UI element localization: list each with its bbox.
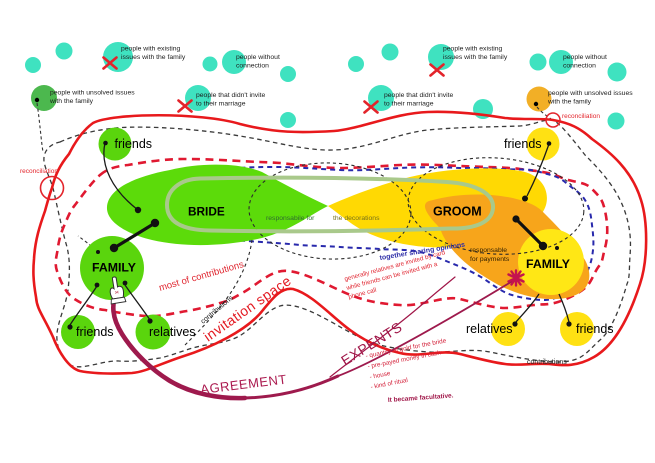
svg-text:FAMILY: FAMILY [526,257,570,271]
svg-text:issues with the family: issues with the family [121,54,186,61]
svg-text:- house: - house [369,370,391,381]
svg-text:with the family: with the family [547,99,592,106]
svg-text:friends: friends [504,137,542,151]
svg-text:It became facultative.: It became facultative. [388,392,454,404]
svg-text:reconciliation: reconciliation [20,168,58,175]
svg-text:people that didn't invite: people that didn't invite [384,92,454,99]
svg-text:contributions: contributions [527,359,567,366]
svg-text:people that didn't invite: people that didn't invite [196,92,266,99]
svg-text:friends: friends [76,325,114,339]
svg-text:responsable: responsable [470,247,507,254]
svg-text:connection: connection [563,63,596,70]
svg-text:issues with the family: issues with the family [443,54,508,61]
svg-text:friends: friends [576,322,614,336]
svg-text:to their marriage: to their marriage [384,101,434,108]
svg-text:people without: people without [236,54,280,61]
svg-text:BRIDE: BRIDE [188,205,225,219]
svg-text:people with existing: people with existing [121,46,181,53]
svg-text:relatives: relatives [466,322,513,336]
svg-text:relatives: relatives [149,325,196,339]
svg-text:with the family: with the family [49,98,94,105]
svg-text:people with unsolved issues: people with unsolved issues [50,90,135,97]
svg-text:connection: connection [236,63,269,70]
svg-text:FAMILY: FAMILY [92,261,136,275]
svg-text:friends: friends [115,137,153,151]
svg-text:for payments: for payments [470,256,510,263]
svg-text:to their marriage: to their marriage [196,101,246,108]
svg-text:people without: people without [563,54,607,61]
svg-text:the decorations: the decorations [333,215,380,222]
svg-text:people with unsolved issues: people with unsolved issues [548,90,633,97]
svg-text:reconciliation: reconciliation [562,113,600,120]
svg-text:responsabile for: responsabile for [266,215,315,222]
svg-text:GROOM: GROOM [433,205,482,219]
svg-text:people with existing: people with existing [443,46,503,53]
